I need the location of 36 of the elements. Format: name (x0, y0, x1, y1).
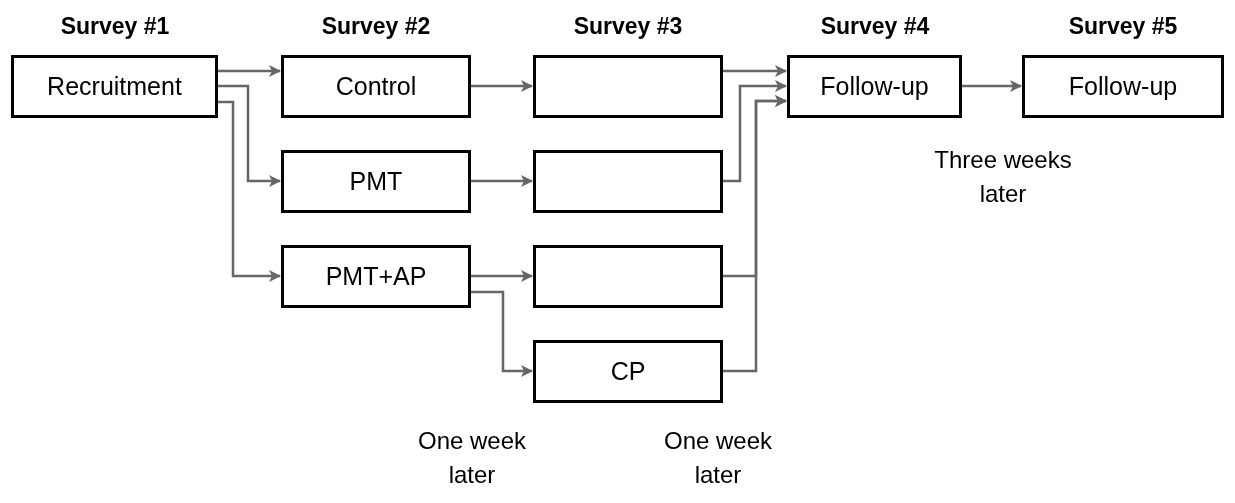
timing-note: One week later (662, 426, 774, 490)
column-heading: Survey #4 (819, 12, 931, 41)
box-label: Control (335, 72, 417, 101)
column-heading: Survey #1 (59, 12, 171, 41)
box-label: Follow-up (820, 72, 929, 101)
column-heading: Survey #5 (1067, 12, 1179, 41)
arrow (218, 100, 281, 282)
timing-note: Three weeks later (933, 145, 1073, 209)
process-box (787, 55, 962, 118)
process-box (533, 340, 723, 403)
arrow (218, 84, 281, 187)
timing-note: One week later (416, 426, 528, 490)
column-heading: Survey #2 (320, 12, 432, 41)
column-heading: Survey #3 (572, 12, 684, 41)
process-box (1022, 55, 1224, 118)
process-box (281, 245, 471, 308)
arrow (471, 80, 533, 92)
arrow (723, 80, 787, 183)
arrow (218, 65, 281, 77)
box-label: PMT (349, 167, 403, 196)
empty-box (533, 150, 723, 213)
arrow (471, 290, 533, 377)
arrow (471, 175, 533, 187)
arrow (962, 80, 1022, 92)
empty-box (533, 245, 723, 308)
arrow (471, 270, 533, 282)
box-label: PMT+AP (325, 262, 427, 291)
process-box (281, 55, 471, 118)
arrow (723, 95, 787, 373)
box-label: Recruitment (47, 72, 182, 101)
arrow (723, 65, 787, 77)
process-box (11, 55, 218, 118)
empty-box (533, 55, 723, 118)
process-box (281, 150, 471, 213)
box-label: CP (610, 357, 646, 386)
box-label: Follow-up (1068, 72, 1178, 101)
